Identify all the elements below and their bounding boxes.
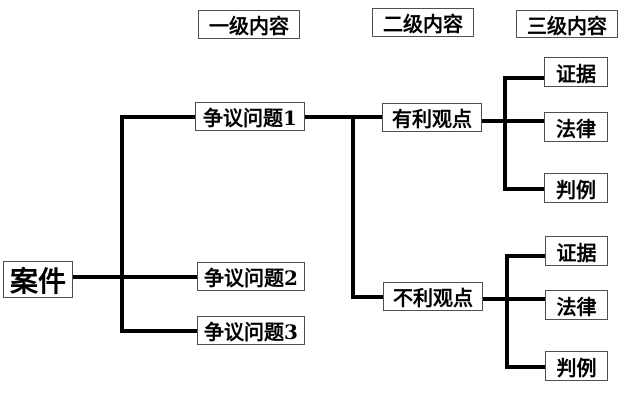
node-precedent-favorable: 判例: [544, 173, 608, 203]
node-precedent-unfavorable: 判例: [545, 351, 608, 381]
connector-trunk-to-issue1: [120, 115, 195, 119]
connector-unfavorable-branch-trunk: [505, 254, 509, 369]
connector-trunk-to-unfavorable: [351, 295, 383, 299]
connector-unfavorable-to-law: [483, 297, 545, 301]
node-evidence-favorable: 证据: [544, 57, 608, 87]
connector-trunk-to-issue3: [120, 329, 197, 333]
connector-favorable-to-law: [482, 119, 544, 123]
connector-favorable-to-evidence: [503, 76, 544, 80]
node-case: 案件: [3, 261, 73, 298]
connector-case-to-issue2: [73, 275, 197, 279]
connector-favorable-to-precedent: [503, 187, 544, 191]
connector-mid-trunk: [351, 115, 355, 299]
column-header-level2: 二级内容: [372, 8, 474, 37]
connector-favorable-branch-trunk: [503, 76, 507, 191]
node-law-unfavorable: 法律: [545, 290, 608, 320]
node-dispute-issue-3: 争议问题3: [197, 316, 305, 345]
column-header-level3: 三级内容: [516, 10, 618, 38]
connector-issue1-to-favorable: [305, 115, 382, 119]
column-header-level1: 一级内容: [198, 10, 300, 39]
node-dispute-issue-2: 争议问题2: [197, 262, 305, 291]
node-unfavorable-viewpoint: 不利观点: [383, 282, 483, 311]
node-favorable-viewpoint: 有利观点: [382, 103, 482, 132]
node-evidence-unfavorable: 证据: [545, 236, 608, 266]
connector-left-trunk: [120, 115, 124, 333]
node-dispute-issue-1: 争议问题1: [195, 102, 305, 131]
node-law-favorable: 法律: [544, 112, 608, 142]
connector-unfavorable-to-evidence: [505, 254, 545, 258]
connector-unfavorable-to-precedent: [505, 365, 545, 369]
